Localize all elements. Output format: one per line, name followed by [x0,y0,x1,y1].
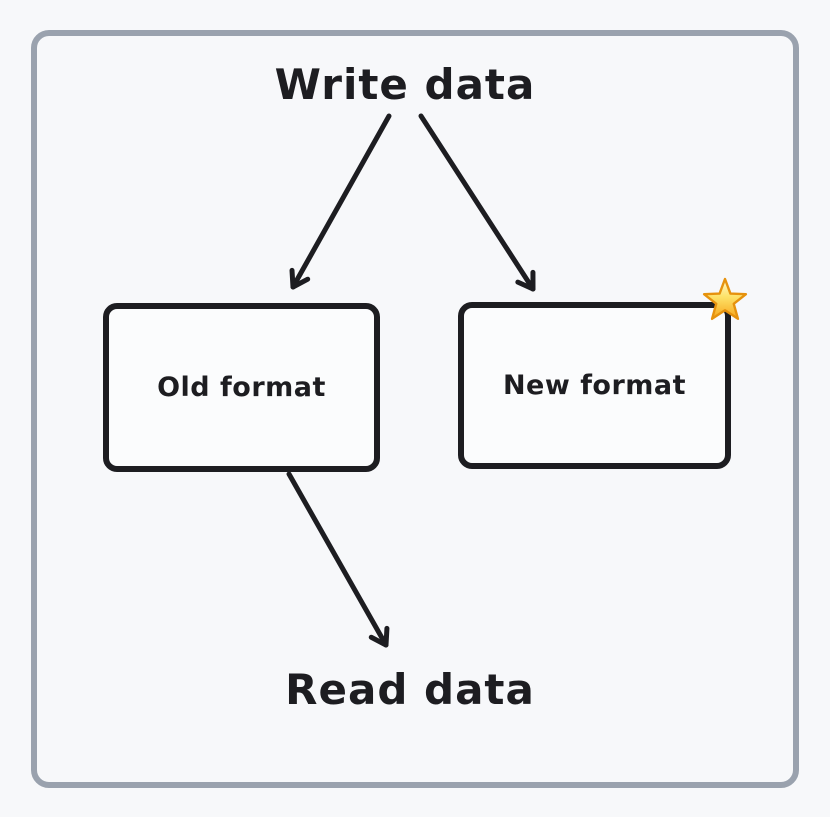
read-data-label: Read data [285,665,535,714]
write-data-label: Write data [274,60,536,109]
old-format-label: Old format [157,372,326,403]
new-format-box: New format [458,302,731,469]
star-icon [702,277,748,320]
new-format-label: New format [502,370,687,401]
old-format-box: Old format [103,303,380,472]
diagram-frame [31,30,799,788]
